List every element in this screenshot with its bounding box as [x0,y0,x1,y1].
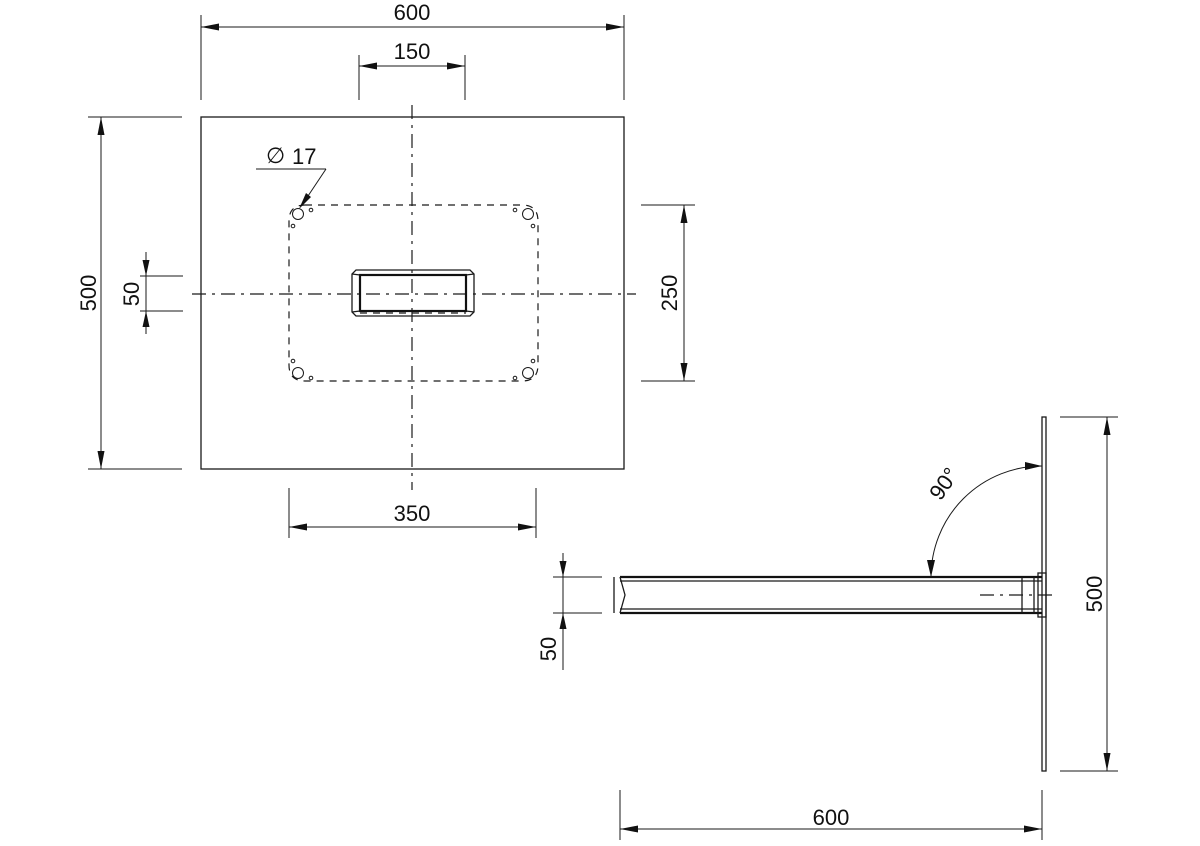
dim-side-plate-height: 500 [1060,416,1118,772]
dim-bolt-spacing: 150 [358,39,466,100]
dim-side-tube-height: 50 [536,553,602,670]
dim-plate-height-label: 500 [76,275,101,312]
hole-bottom-right [522,367,534,379]
dim-angle-label: 90° [924,463,964,505]
dim-hole-pattern-width-label: 350 [394,501,431,526]
pin-br-a [512,375,518,381]
side-view: 90° 500 50 600 [536,416,1118,840]
pin-bl-a [308,375,314,381]
central-tube [351,269,475,317]
pin-br-b [530,358,536,364]
dim-side-plate-height-label: 500 [1082,576,1107,613]
pin-bl-b [290,358,296,364]
pin-tr-a [512,207,518,213]
dim-side-tube-height-label: 50 [536,637,561,661]
dim-plate-height: 500 [76,116,182,470]
pin-tr-b [530,223,536,229]
top-view: 600 150 ∅ 17 500 [76,0,695,538]
dim-top-width: 600 [200,0,625,100]
dim-hole-diameter-label: 17 [292,144,316,169]
hole-top-right [522,208,534,220]
dim-hole-pattern-width: 350 [288,488,537,538]
side-tube [613,572,1055,618]
hole-bottom-left [292,367,304,379]
dim-side-length-label: 600 [813,805,850,830]
dim-side-length: 600 [619,790,1043,840]
dim-top-width-label: 600 [394,0,431,25]
pin-tl-b [290,223,296,229]
dim-hole-pattern-height-label: 250 [657,275,682,312]
diameter-symbol: ∅ [266,143,285,168]
hole-top-left [292,208,304,220]
corner-holes [290,207,536,381]
dim-bolt-spacing-label: 150 [394,39,431,64]
dim-angle: 90° [924,462,1043,578]
dim-tube-height-left-label: 50 [119,282,144,306]
dim-tube-height-left: 50 [119,252,183,334]
pin-tl-a [308,207,314,213]
hole-pattern-outline [288,204,539,382]
dim-hole-pattern-height: 250 [641,204,695,382]
dim-hole-diameter: ∅ 17 [256,143,327,209]
